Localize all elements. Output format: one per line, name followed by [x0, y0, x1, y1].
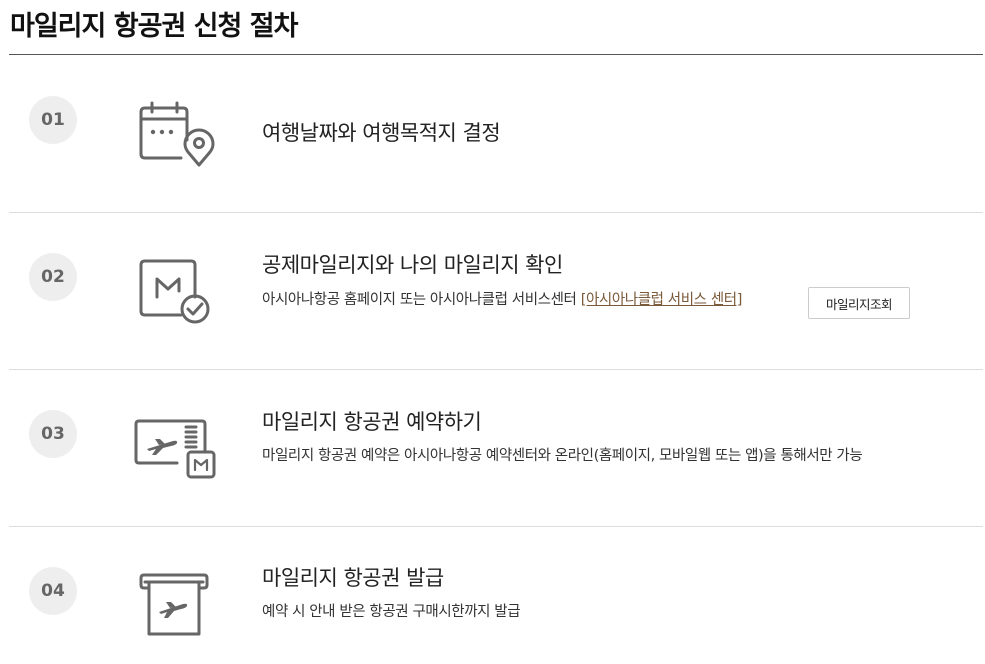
- step-number: 02: [29, 253, 77, 301]
- step-divider: [9, 212, 983, 213]
- mileage-check-icon: [125, 255, 215, 327]
- step-divider: [9, 369, 983, 370]
- step-title: 공제마일리지와 나의 마일리지 확인: [262, 253, 563, 277]
- calendar-location-icon: [125, 100, 215, 170]
- step-number: 03: [29, 410, 77, 458]
- step-description: 아시아나항공 홈페이지 또는 아시아나클럽 서비스센터 [아시아나클럽 서비스 …: [262, 289, 742, 311]
- step-divider: [9, 526, 983, 527]
- page-title: 마일리지 항공권 신청 절차: [10, 11, 298, 42]
- ticket-issue-icon: [125, 570, 215, 640]
- step-number: 01: [29, 96, 77, 144]
- service-center-link[interactable]: [아시아나클럽 서비스 센터]: [580, 292, 743, 308]
- step-title: 마일리지 항공권 예약하기: [262, 410, 482, 434]
- title-divider: [9, 54, 983, 55]
- step-number: 04: [29, 567, 77, 615]
- step-description: 마일리지 항공권 예약은 아시아나항공 예약센터와 온라인(홈페이지, 모바일웹…: [262, 448, 863, 464]
- step-description: 예약 시 안내 받은 항공권 구매시한까지 발급: [262, 604, 521, 620]
- step-title: 마일리지 항공권 발급: [262, 566, 444, 590]
- step-title: 여행날짜와 여행목적지 결정: [262, 121, 501, 145]
- mileage-lookup-button[interactable]: 마일리지조회: [808, 287, 910, 319]
- description-text: 아시아나항공 홈페이지 또는 아시아나클럽 서비스센터: [262, 292, 577, 308]
- ticket-reservation-icon: [125, 413, 219, 483]
